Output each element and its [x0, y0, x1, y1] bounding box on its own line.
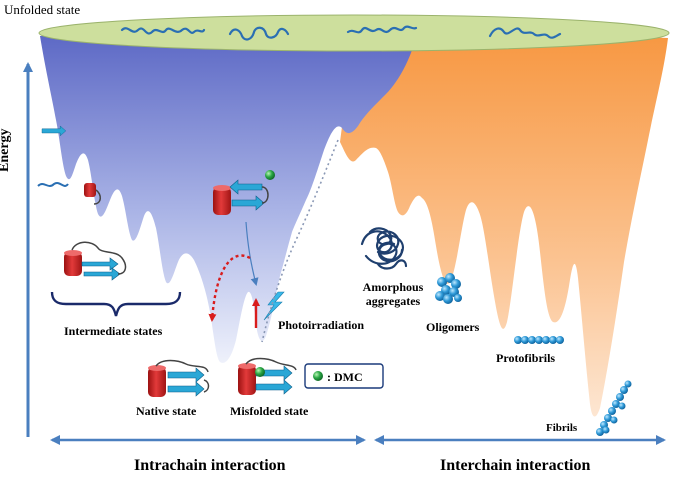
protofibril-chain: [514, 336, 564, 344]
misfolded-protein: [238, 357, 297, 395]
misfolded-state-label: Misfolded state: [230, 404, 309, 418]
amorphous-aggregate: [360, 227, 408, 270]
native-protein: [148, 359, 210, 397]
intermediate-protein-1: [37, 125, 101, 205]
funnel-rim: [38, 14, 670, 52]
dmc-molecule-free: [265, 170, 275, 180]
dmc-legend-label: : DMC: [327, 370, 363, 384]
protofibrils-label: Protofibrils: [496, 351, 556, 365]
native-state-label: Native state: [136, 404, 197, 418]
photoirradiation-label: Photoirradiation: [278, 318, 364, 332]
dmc-legend-icon: [313, 371, 323, 381]
intrachain-label: Intrachain interaction: [134, 457, 286, 474]
interchain-funnel: [340, 26, 668, 417]
amorphous-label-line1: Amorphous: [362, 280, 424, 294]
oligomer-cluster: [435, 273, 462, 304]
fibril-chain: [596, 380, 632, 436]
misfolding-pathway: [261, 139, 339, 343]
intermediate-brace: [50, 291, 182, 317]
unfolded-chains: [120, 25, 562, 41]
unfolded-state-label: Unfolded state: [4, 2, 81, 17]
intermediate-states-label: Intermediate states: [64, 324, 163, 338]
intermediate-protein-2: [64, 241, 127, 281]
energy-axis-label: Energy: [0, 128, 12, 172]
dmc-legend-box: [304, 363, 384, 389]
interchain-label: Interchain interaction: [440, 457, 591, 474]
amorphous-label-line2: aggregates: [365, 294, 421, 308]
fibrils-label: Fibrils: [546, 422, 578, 434]
oligomers-label: Oligomers: [426, 320, 480, 334]
folding-protein-center: [213, 179, 269, 215]
